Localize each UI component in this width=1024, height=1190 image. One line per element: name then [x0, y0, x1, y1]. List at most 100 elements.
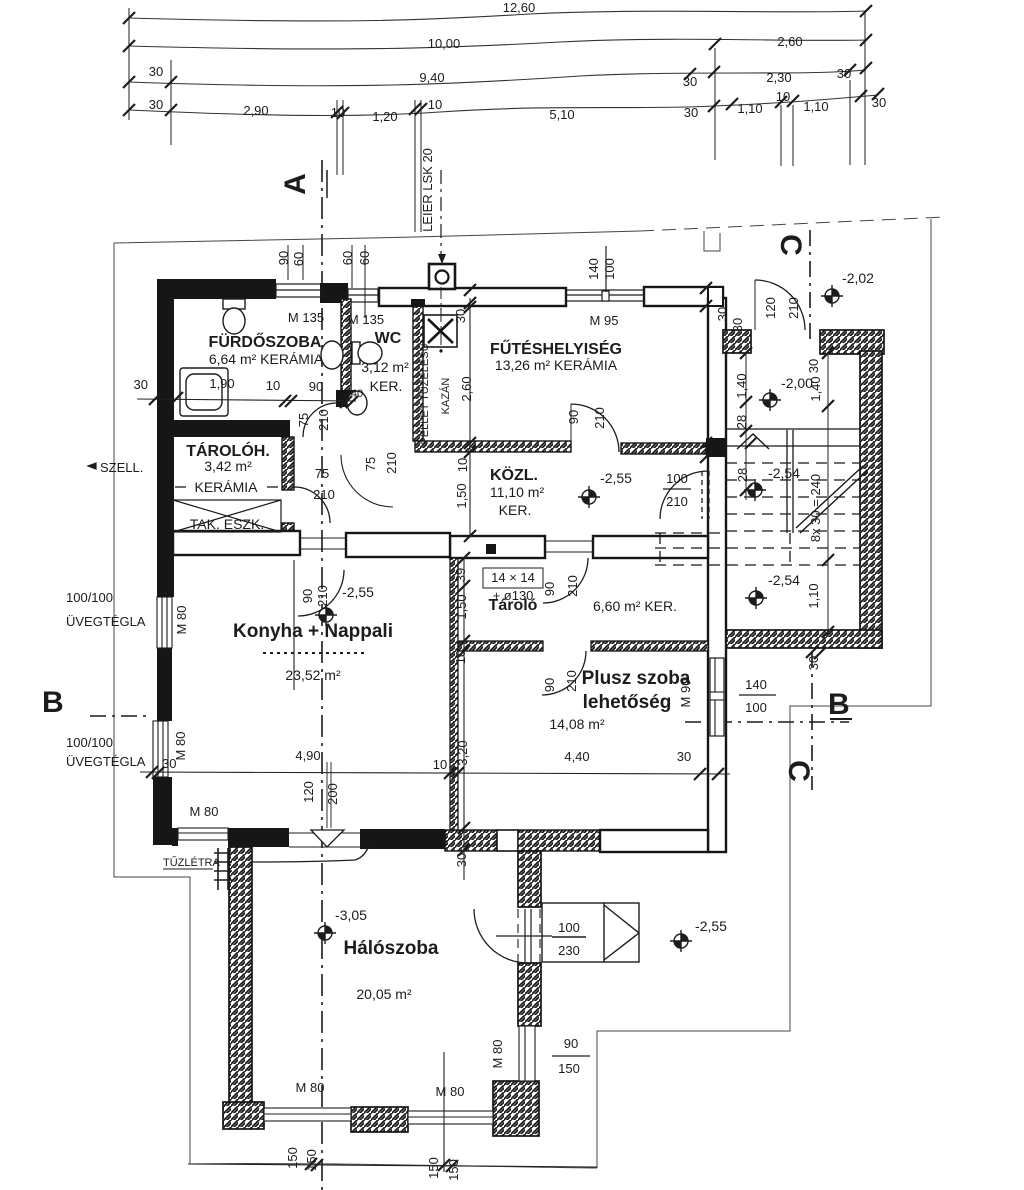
svg-text:60: 60: [340, 251, 355, 265]
svg-text:140: 140: [586, 258, 601, 280]
svg-text:30: 30: [149, 64, 163, 79]
svg-text:20,05 m²: 20,05 m²: [356, 986, 412, 1002]
svg-text:11,10 m²: 11,10 m²: [490, 484, 545, 500]
svg-text:LEIER LSK 20: LEIER LSK 20: [420, 148, 435, 232]
svg-text:9,40: 9,40: [419, 70, 444, 85]
svg-text:KERÁMIA: KERÁMIA: [194, 479, 258, 495]
svg-text:60: 60: [291, 252, 306, 266]
svg-text:40: 40: [351, 388, 363, 400]
svg-text:30: 30: [683, 74, 697, 89]
svg-text:6,60 m² KER.: 6,60 m² KER.: [593, 598, 677, 614]
svg-text:M 80: M 80: [174, 606, 189, 635]
svg-text:90: 90: [542, 582, 557, 596]
svg-text:75: 75: [296, 413, 311, 427]
svg-text:M 95: M 95: [590, 313, 619, 328]
svg-text:210: 210: [592, 407, 607, 429]
svg-text:90: 90: [542, 678, 557, 692]
svg-text:1,10: 1,10: [806, 583, 821, 608]
svg-text:TAK. ESZK.: TAK. ESZK.: [190, 516, 264, 532]
svg-text:13,26 m² KERÁMIA: 13,26 m² KERÁMIA: [495, 357, 618, 373]
svg-text:Plusz szoba: Plusz szoba: [582, 668, 691, 689]
svg-text:ÜVEGTÉGLA: ÜVEGTÉGLA: [66, 614, 146, 629]
svg-text:4,40: 4,40: [564, 749, 589, 764]
svg-text:M 90: M 90: [678, 679, 693, 708]
svg-text:C: C: [782, 760, 815, 782]
svg-text:28: 28: [735, 468, 750, 482]
svg-text:23,52 m²: 23,52 m²: [285, 667, 341, 683]
svg-text:2,60: 2,60: [777, 34, 802, 49]
svg-text:1,90: 1,90: [209, 376, 234, 391]
svg-text:M 80: M 80: [296, 1080, 325, 1095]
svg-text:10: 10: [776, 89, 790, 104]
svg-text:3,20: 3,20: [455, 740, 470, 765]
svg-text:10: 10: [453, 650, 468, 664]
svg-text:-2,55: -2,55: [342, 584, 374, 600]
svg-text:150: 150: [285, 1147, 300, 1169]
svg-text:KÖZL.: KÖZL.: [490, 465, 538, 484]
svg-text:60: 60: [357, 251, 372, 265]
svg-text:210: 210: [315, 585, 330, 607]
svg-text:210: 210: [384, 452, 399, 474]
svg-text:30: 30: [162, 756, 176, 771]
svg-text:90: 90: [566, 410, 581, 424]
svg-text:150: 150: [426, 1157, 441, 1179]
svg-text:90: 90: [276, 251, 291, 265]
svg-text:120: 120: [301, 781, 316, 803]
svg-text:1,50: 1,50: [454, 594, 469, 619]
svg-text:PELLET TÜZELÉSŰ: PELLET TÜZELÉSŰ: [417, 343, 431, 444]
svg-text:230: 230: [558, 943, 580, 958]
svg-text:KAZÁN: KAZÁN: [439, 378, 452, 415]
svg-text:5,10: 5,10: [549, 107, 574, 122]
svg-text:100/100: 100/100: [66, 735, 113, 750]
svg-text:30: 30: [837, 66, 851, 81]
svg-text:39: 39: [453, 568, 468, 582]
svg-text:90: 90: [309, 379, 323, 394]
svg-text:210: 210: [316, 409, 331, 431]
svg-text:Hálószoba: Hálószoba: [343, 938, 438, 959]
svg-text:TÁROLÓH.: TÁROLÓH.: [186, 441, 270, 460]
svg-text:M 80: M 80: [490, 1040, 505, 1069]
svg-text:M 135: M 135: [288, 310, 324, 325]
svg-text:-2,55: -2,55: [695, 918, 727, 934]
svg-text:10,00: 10,00: [428, 36, 461, 51]
svg-text:FŰTÉSHELYISÉG: FŰTÉSHELYISÉG: [490, 339, 622, 358]
svg-text:-2,00: -2,00: [781, 375, 813, 391]
svg-text:M 135: M 135: [348, 312, 384, 327]
svg-text:C: C: [774, 234, 807, 256]
svg-text:B: B: [828, 688, 850, 721]
svg-text:210: 210: [564, 670, 579, 692]
svg-text:1,20: 1,20: [372, 109, 397, 124]
svg-text:10: 10: [433, 757, 447, 772]
svg-text:14,08 m²: 14,08 m²: [549, 716, 605, 732]
svg-text:75: 75: [315, 466, 329, 481]
svg-text:6,64 m² KERÁMIA: 6,64 m² KERÁMIA: [209, 351, 324, 367]
svg-text:100/100: 100/100: [66, 590, 113, 605]
svg-text:10: 10: [455, 458, 470, 472]
svg-text:1,50: 1,50: [454, 483, 469, 508]
svg-text:120: 120: [763, 297, 778, 319]
svg-text:210: 210: [786, 297, 801, 319]
svg-text:2,90: 2,90: [243, 103, 268, 118]
svg-text:WC: WC: [375, 330, 402, 347]
svg-text:10: 10: [266, 378, 280, 393]
svg-text:30: 30: [806, 656, 821, 670]
svg-text:4,90: 4,90: [295, 748, 320, 763]
svg-text:1,10: 1,10: [737, 101, 762, 116]
svg-text:Konyha + Nappali: Konyha + Nappali: [233, 621, 393, 642]
svg-text:75: 75: [363, 457, 378, 471]
svg-text:30: 30: [149, 97, 163, 112]
svg-text:FÜRDŐSZOBA: FÜRDŐSZOBA: [209, 332, 322, 351]
svg-text:100: 100: [558, 920, 580, 935]
svg-text:28: 28: [734, 415, 749, 429]
svg-text:SZELL.: SZELL.: [100, 460, 143, 475]
svg-text:10: 10: [428, 97, 442, 112]
svg-text:12,60: 12,60: [503, 0, 536, 15]
svg-text:30: 30: [454, 853, 469, 867]
svg-text:1,10: 1,10: [803, 99, 828, 114]
svg-text:M 80: M 80: [190, 804, 219, 819]
svg-text:-2,55: -2,55: [600, 470, 632, 486]
svg-text:-2,54: -2,54: [768, 465, 800, 481]
svg-text:210: 210: [666, 494, 688, 509]
svg-text:-3,05: -3,05: [335, 907, 367, 923]
svg-text:30: 30: [730, 318, 745, 332]
